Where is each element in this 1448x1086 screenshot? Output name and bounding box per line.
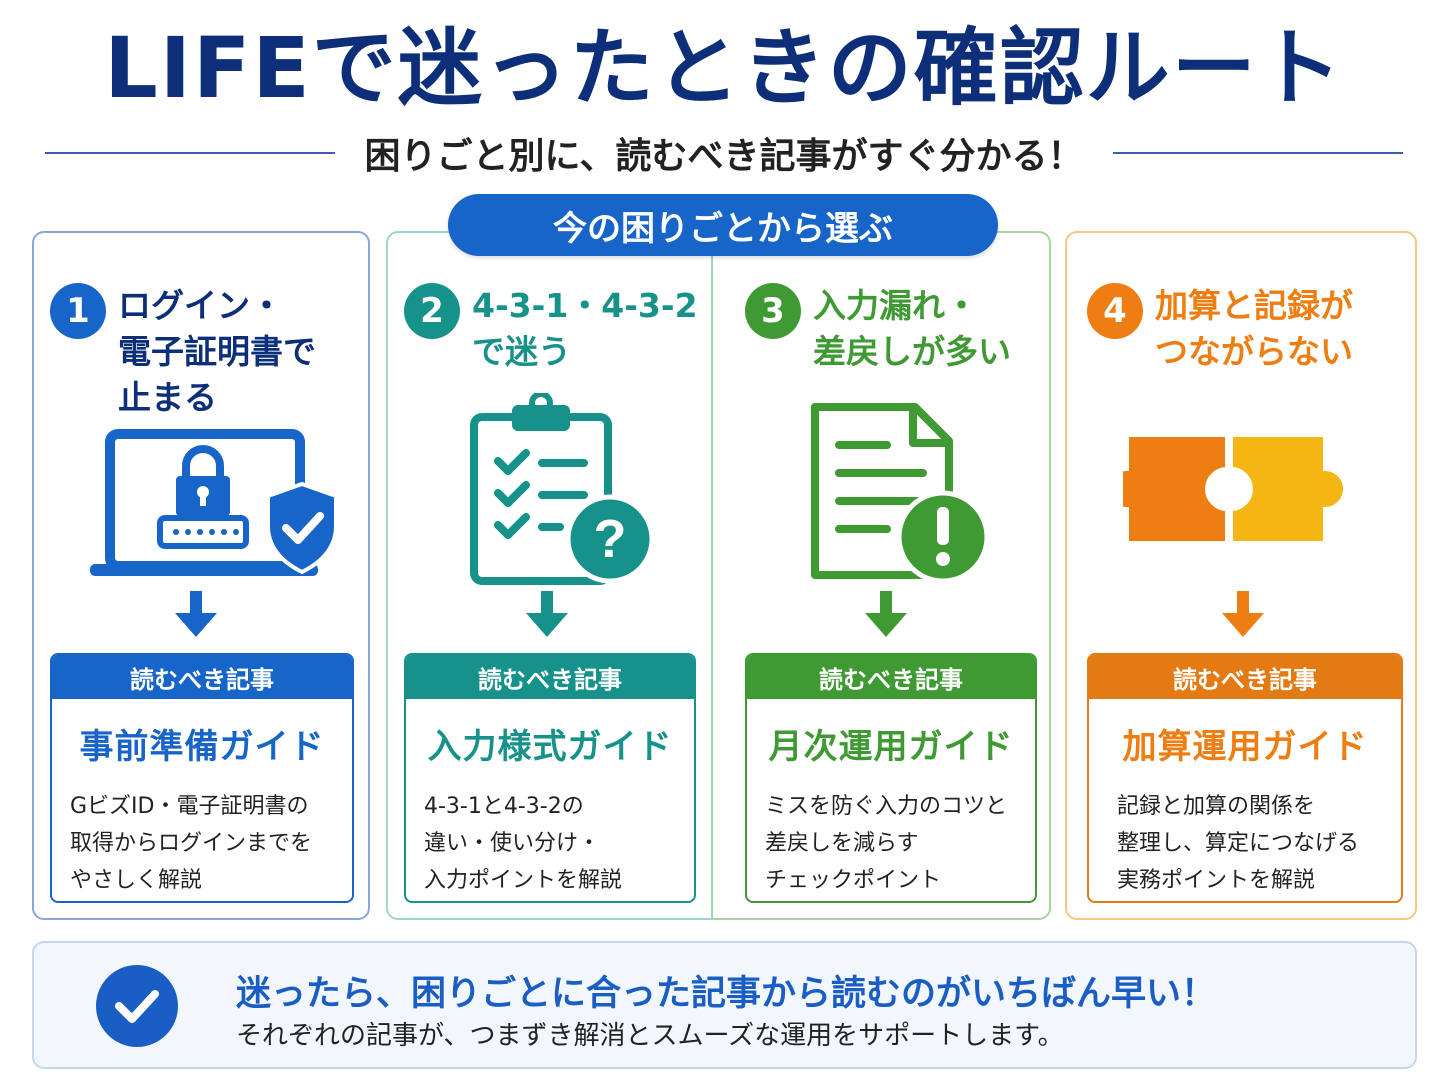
subtitle-line-left <box>45 152 335 154</box>
step-number: 2 <box>404 283 460 339</box>
guide-title[interactable]: 加算運用ガイド <box>1122 727 1368 767</box>
card-heading: 2 4-3-1・4-3-2 で迷う <box>404 283 703 375</box>
read-label: 読むべき記事 <box>406 655 694 699</box>
guide-description: GビズID・電子証明書の 取得からログインまでを やさしく解説 <box>70 794 313 893</box>
guide-box[interactable]: 読むべき記事 事前準備ガイド GビズID・電子証明書の 取得からログインまでを … <box>50 653 354 903</box>
card-heading: 1 ログイン・ 電子証明書で 止まる <box>50 283 360 421</box>
page-title: LIFEで迷ったときの確認ルート <box>104 19 1344 117</box>
card-input-forms[interactable]: 2 4-3-1・4-3-2 で迷う ? 読むべき記事 入力様式ガイド 4-3-1… <box>386 231 712 920</box>
card-heading-text: 4-3-1・4-3-2 で迷う <box>472 286 698 371</box>
down-arrow-icon <box>175 591 217 637</box>
down-arrow-icon <box>526 591 568 637</box>
guide-description: 4-3-1と4-3-2の 違い・使い分け・ 入力ポイントを解説 <box>424 794 623 893</box>
clipboard-checklist-question-icon: ? <box>470 393 655 585</box>
bottom-sub-text: それぞれの記事が、つまずき解消とスムーズな運用をサポートします。 <box>236 1021 1064 1051</box>
card-monthly-ops[interactable]: 3 入力漏れ・ 差戻しが多い 読むべき記事 月次運用ガイド ミスを防ぐ入力のコツ… <box>712 231 1051 920</box>
guide-title[interactable]: 入力様式ガイド <box>427 727 673 767</box>
read-label: 読むべき記事 <box>747 655 1035 699</box>
subtitle-row: 困りごと別に、読むべき記事がすぐ分かる！ <box>45 128 1404 178</box>
read-label: 読むべき記事 <box>1089 655 1401 699</box>
card-heading: 4 加算と記録が つながらない <box>1087 283 1407 375</box>
card-addition-ops[interactable]: 4 加算と記録が つながらない 読むべき記事 加算運用ガイド 記録と加算の関係を… <box>1065 231 1417 920</box>
puzzle-pieces-icon <box>1123 433 1347 545</box>
guide-box[interactable]: 読むべき記事 入力様式ガイド 4-3-1と4-3-2の 違い・使い分け・ 入力ポ… <box>404 653 696 903</box>
bottom-main-text: 迷ったら、困りごとに合った記事から読むのがいちばん早い！ <box>236 974 1217 1014</box>
svg-text:?: ? <box>594 509 627 569</box>
guide-description: ミスを防ぐ入力のコツと 差戻しを減らす チェックポイント <box>765 794 1008 893</box>
down-arrow-icon <box>865 591 907 637</box>
step-number: 4 <box>1087 283 1143 339</box>
laptop-lock-shield-icon <box>90 429 338 576</box>
selector-pill: 今の困りごとから選ぶ <box>448 194 998 256</box>
guide-description: 記録と加算の関係を 整理し、算定につなげる 実務ポイントを解説 <box>1117 794 1360 893</box>
guide-title[interactable]: 月次運用ガイド <box>768 727 1014 767</box>
down-arrow-icon <box>1222 591 1264 637</box>
guide-box[interactable]: 読むべき記事 月次運用ガイド ミスを防ぐ入力のコツと 差戻しを減らす チェックポ… <box>745 653 1037 903</box>
guide-box[interactable]: 読むべき記事 加算運用ガイド 記録と加算の関係を 整理し、算定につなげる 実務ポ… <box>1087 653 1403 903</box>
document-exclamation-icon <box>811 403 990 584</box>
card-login[interactable]: 1 ログイン・ 電子証明書で 止まる 読むべき記事 事前準備ガイド GビズID・… <box>32 231 370 920</box>
step-number: 1 <box>50 283 106 339</box>
subtitle: 困りごと別に、読むべき記事がすぐ分かる！ <box>364 136 1084 177</box>
card-heading-text: 加算と記録が つながらない <box>1155 286 1353 371</box>
step-number: 3 <box>745 283 801 339</box>
check-circle-icon <box>96 965 178 1047</box>
bottom-banner: 迷ったら、困りごとに合った記事から読むのがいちばん早い！ それぞれの記事が、つま… <box>32 941 1417 1069</box>
card-heading-text: 入力漏れ・ 差戻しが多い <box>813 286 1011 371</box>
subtitle-line-right <box>1113 152 1404 154</box>
checkmark-icon <box>115 990 159 1023</box>
card-heading: 3 入力漏れ・ 差戻しが多い <box>745 283 1041 375</box>
read-label: 読むべき記事 <box>52 655 352 699</box>
guide-title[interactable]: 事前準備ガイド <box>79 727 325 767</box>
card-heading-text: ログイン・ 電子証明書で 止まる <box>118 286 316 417</box>
